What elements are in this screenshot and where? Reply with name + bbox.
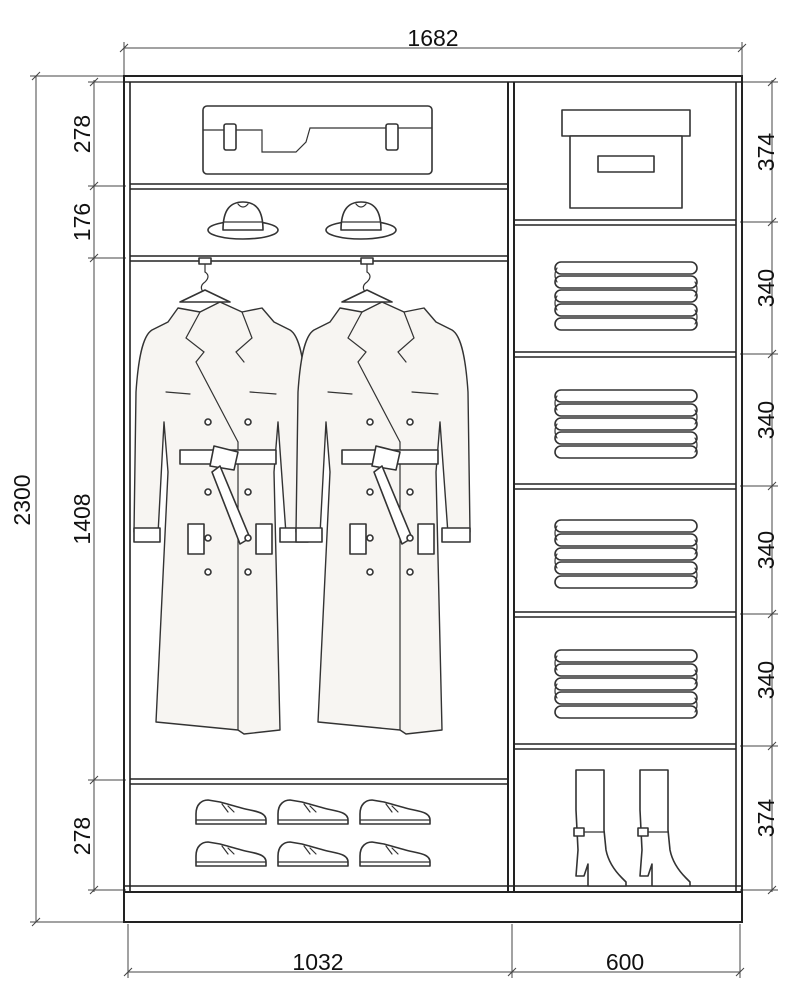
hat-icon xyxy=(325,201,397,240)
shoe-icon xyxy=(195,841,267,867)
wardrobe-frame xyxy=(123,75,743,923)
boot-icon xyxy=(637,769,691,887)
dim-right-width: 600 xyxy=(606,949,644,975)
dim-left-hat-shelf: 176 xyxy=(69,203,95,241)
dim-left-top-shelf: 278 xyxy=(69,115,95,153)
dim-left-shoe-shelf: 278 xyxy=(69,817,95,855)
coat-icon xyxy=(295,257,471,735)
hat-icon xyxy=(207,201,279,240)
dim-right-shelf-5: 340 xyxy=(753,661,779,699)
dim-left-width: 1032 xyxy=(292,949,343,975)
folded-clothes-icon xyxy=(554,389,698,459)
shoe-icon xyxy=(277,799,349,825)
coat-icon xyxy=(133,257,309,735)
suitcase-icon xyxy=(202,105,433,175)
boot-icon xyxy=(573,769,627,887)
dim-right-boot-shelf: 374 xyxy=(753,799,779,838)
dim-right-shelf-3: 340 xyxy=(753,401,779,439)
dim-right-shelf-2: 340 xyxy=(753,269,779,307)
folded-clothes-icon xyxy=(554,649,698,719)
dim-right-shelf-4: 340 xyxy=(753,531,779,569)
folded-clothes-icon xyxy=(554,261,698,331)
storage-box-icon xyxy=(561,109,691,209)
shoe-icon xyxy=(277,841,349,867)
dim-left-hanging: 1408 xyxy=(69,493,95,544)
dim-overall-height: 2300 xyxy=(9,474,35,525)
shoe-icon xyxy=(195,799,267,825)
shoe-icon xyxy=(359,799,431,825)
shoe-icon xyxy=(359,841,431,867)
dim-overall-width: 1682 xyxy=(407,25,458,51)
folded-clothes-icon xyxy=(554,519,698,589)
dim-right-box-shelf: 374 xyxy=(753,133,779,172)
